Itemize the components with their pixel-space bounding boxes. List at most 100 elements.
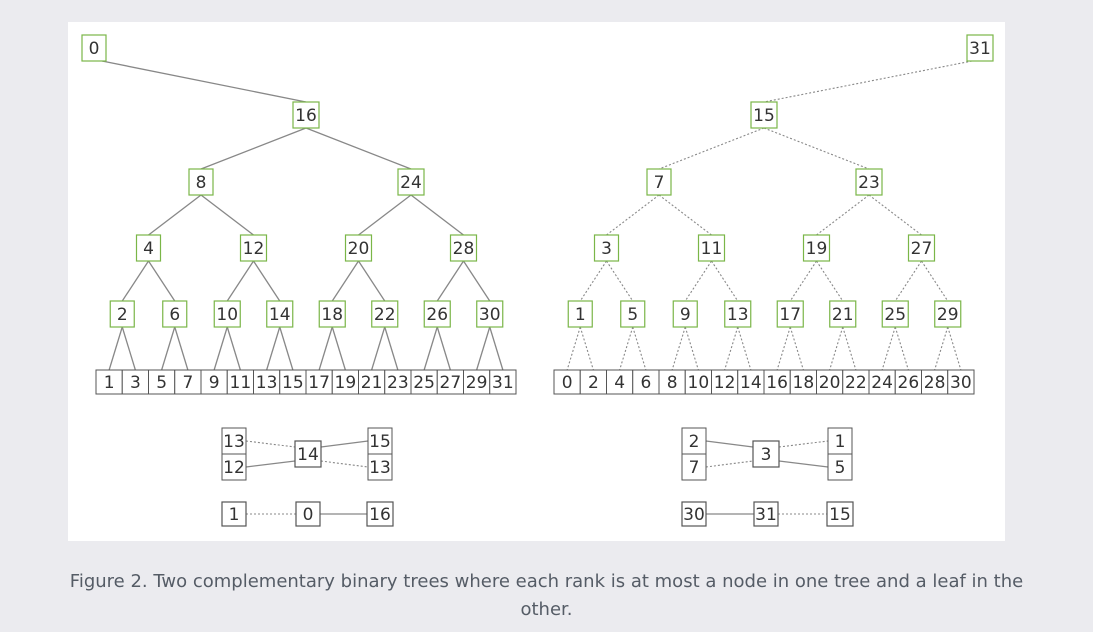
- tree-b-leaf-edge: [842, 326, 857, 371]
- svg-text:15: 15: [753, 106, 775, 126]
- svg-text:7: 7: [182, 373, 193, 393]
- tree-a-leaf-edge: [121, 326, 136, 371]
- tree-a-leaf: 25: [410, 369, 438, 395]
- tree-a-leaf: 23: [384, 369, 412, 395]
- svg-text:6: 6: [640, 373, 651, 393]
- tree-b-edge: [711, 260, 739, 302]
- tree-a-edge: [357, 260, 386, 302]
- tree-b-node: 7: [646, 168, 672, 196]
- svg-text:24: 24: [871, 373, 893, 393]
- example-b-pair-left: 27: [681, 427, 707, 481]
- tree-b-node: 11: [697, 234, 726, 262]
- svg-text:7: 7: [654, 173, 665, 193]
- tree-a-edge: [148, 194, 202, 236]
- tree-a-node: 30: [476, 300, 504, 328]
- tree-a-leaf-edge: [174, 326, 189, 371]
- example-b-pair-edge: [705, 460, 754, 468]
- tree-a-node: 16: [292, 101, 320, 129]
- example-b-chain-center: 31: [753, 501, 779, 527]
- tree-a-leaf-edge: [331, 326, 346, 371]
- tree-b-node: 27: [907, 234, 936, 262]
- svg-text:13: 13: [727, 305, 749, 325]
- example-a-pair-center: 14: [294, 440, 322, 468]
- tree-a-leaf: 3: [121, 369, 149, 395]
- example-b-pair-right: 15: [827, 427, 853, 481]
- tree-b-leaf-edge: [947, 326, 962, 371]
- tree-b-leaf: 26: [894, 369, 922, 395]
- svg-text:2: 2: [689, 432, 700, 452]
- example-b-pair-edge: [778, 440, 829, 448]
- tree-a-leaf: 1: [95, 369, 123, 395]
- tree-a-node: 4: [135, 234, 162, 262]
- svg-text:20: 20: [819, 373, 841, 393]
- tree-a-node: 24: [397, 168, 425, 196]
- tree-b-leaf-edge: [829, 326, 844, 371]
- tree-b-node: 19: [802, 234, 831, 262]
- svg-text:22: 22: [845, 373, 867, 393]
- figure-caption: Figure 2. Two complementary binary trees…: [69, 571, 1024, 620]
- tree-a-leaf: 17: [305, 369, 333, 395]
- example-a-chain-left: 1: [221, 501, 247, 527]
- tree-b-leaf-edge: [566, 326, 581, 371]
- tree-a-leaf: 21: [358, 369, 386, 395]
- tree-a-leaf-edge: [279, 326, 294, 371]
- example-a-chain-center: 0: [295, 501, 321, 527]
- tree-a-leaf: 9: [200, 369, 228, 395]
- svg-text:16: 16: [766, 373, 788, 393]
- tree-b-edge: [684, 260, 712, 302]
- example-a-pair-edge: [320, 460, 369, 468]
- tree-a-leaf-edge: [318, 326, 333, 371]
- tree-a-leaf-edge: [436, 326, 451, 371]
- tree-b-leaf: 12: [711, 369, 739, 395]
- tree-b-leaf: 28: [921, 369, 949, 395]
- svg-text:11: 11: [230, 373, 252, 393]
- tree-b-edge: [816, 194, 870, 236]
- example-b-pair-edge: [705, 440, 754, 448]
- tree-a-edge: [226, 260, 255, 302]
- example-a-pair-edge: [245, 440, 296, 448]
- tree-b-edge: [816, 260, 844, 302]
- svg-text:18: 18: [793, 373, 815, 393]
- tree-b-leaf: 10: [684, 369, 712, 395]
- svg-text:31: 31: [755, 505, 777, 525]
- svg-text:28: 28: [924, 373, 946, 393]
- tree-b-leaf: 8: [658, 369, 686, 395]
- example-b-chain-left: 30: [681, 501, 707, 527]
- svg-text:18: 18: [321, 305, 343, 325]
- svg-text:19: 19: [335, 373, 357, 393]
- tree-a-leaf: 7: [174, 369, 202, 395]
- svg-text:3: 3: [130, 373, 141, 393]
- tree-a-leaf-edge: [489, 326, 504, 371]
- tree-b-node: 25: [881, 300, 909, 328]
- svg-text:10: 10: [216, 305, 238, 325]
- svg-text:17: 17: [308, 373, 330, 393]
- tree-b-edge: [658, 194, 712, 236]
- svg-text:4: 4: [143, 239, 154, 259]
- svg-text:30: 30: [479, 305, 501, 325]
- svg-text:13: 13: [369, 458, 391, 478]
- tree-b-node: 23: [855, 168, 883, 196]
- tree-a-leaf-edge: [476, 326, 491, 371]
- svg-text:31: 31: [492, 373, 514, 393]
- svg-text:10: 10: [688, 373, 710, 393]
- tree-a-leaf: 19: [331, 369, 359, 395]
- svg-text:26: 26: [898, 373, 920, 393]
- tree-a-edge: [358, 194, 412, 236]
- svg-text:15: 15: [369, 432, 391, 452]
- svg-text:15: 15: [829, 505, 851, 525]
- tree-b-leaf: 16: [763, 369, 791, 395]
- tree-b-root-edge: [763, 60, 973, 103]
- tree-a-root-node: 0: [81, 34, 107, 62]
- svg-text:5: 5: [627, 305, 638, 325]
- svg-text:21: 21: [832, 305, 854, 325]
- tree-a-leaf: 31: [489, 369, 517, 395]
- tree-a-leaf-edge: [226, 326, 241, 371]
- tree-a-node: 8: [188, 168, 214, 196]
- tree-a-leaf-edge: [423, 326, 438, 371]
- example-b-pair-center: 3: [752, 440, 780, 468]
- tree-b-root-node: 31: [966, 34, 994, 62]
- svg-text:12: 12: [243, 239, 265, 259]
- tree-a-edge: [121, 260, 150, 302]
- tree-a-edge: [252, 260, 281, 302]
